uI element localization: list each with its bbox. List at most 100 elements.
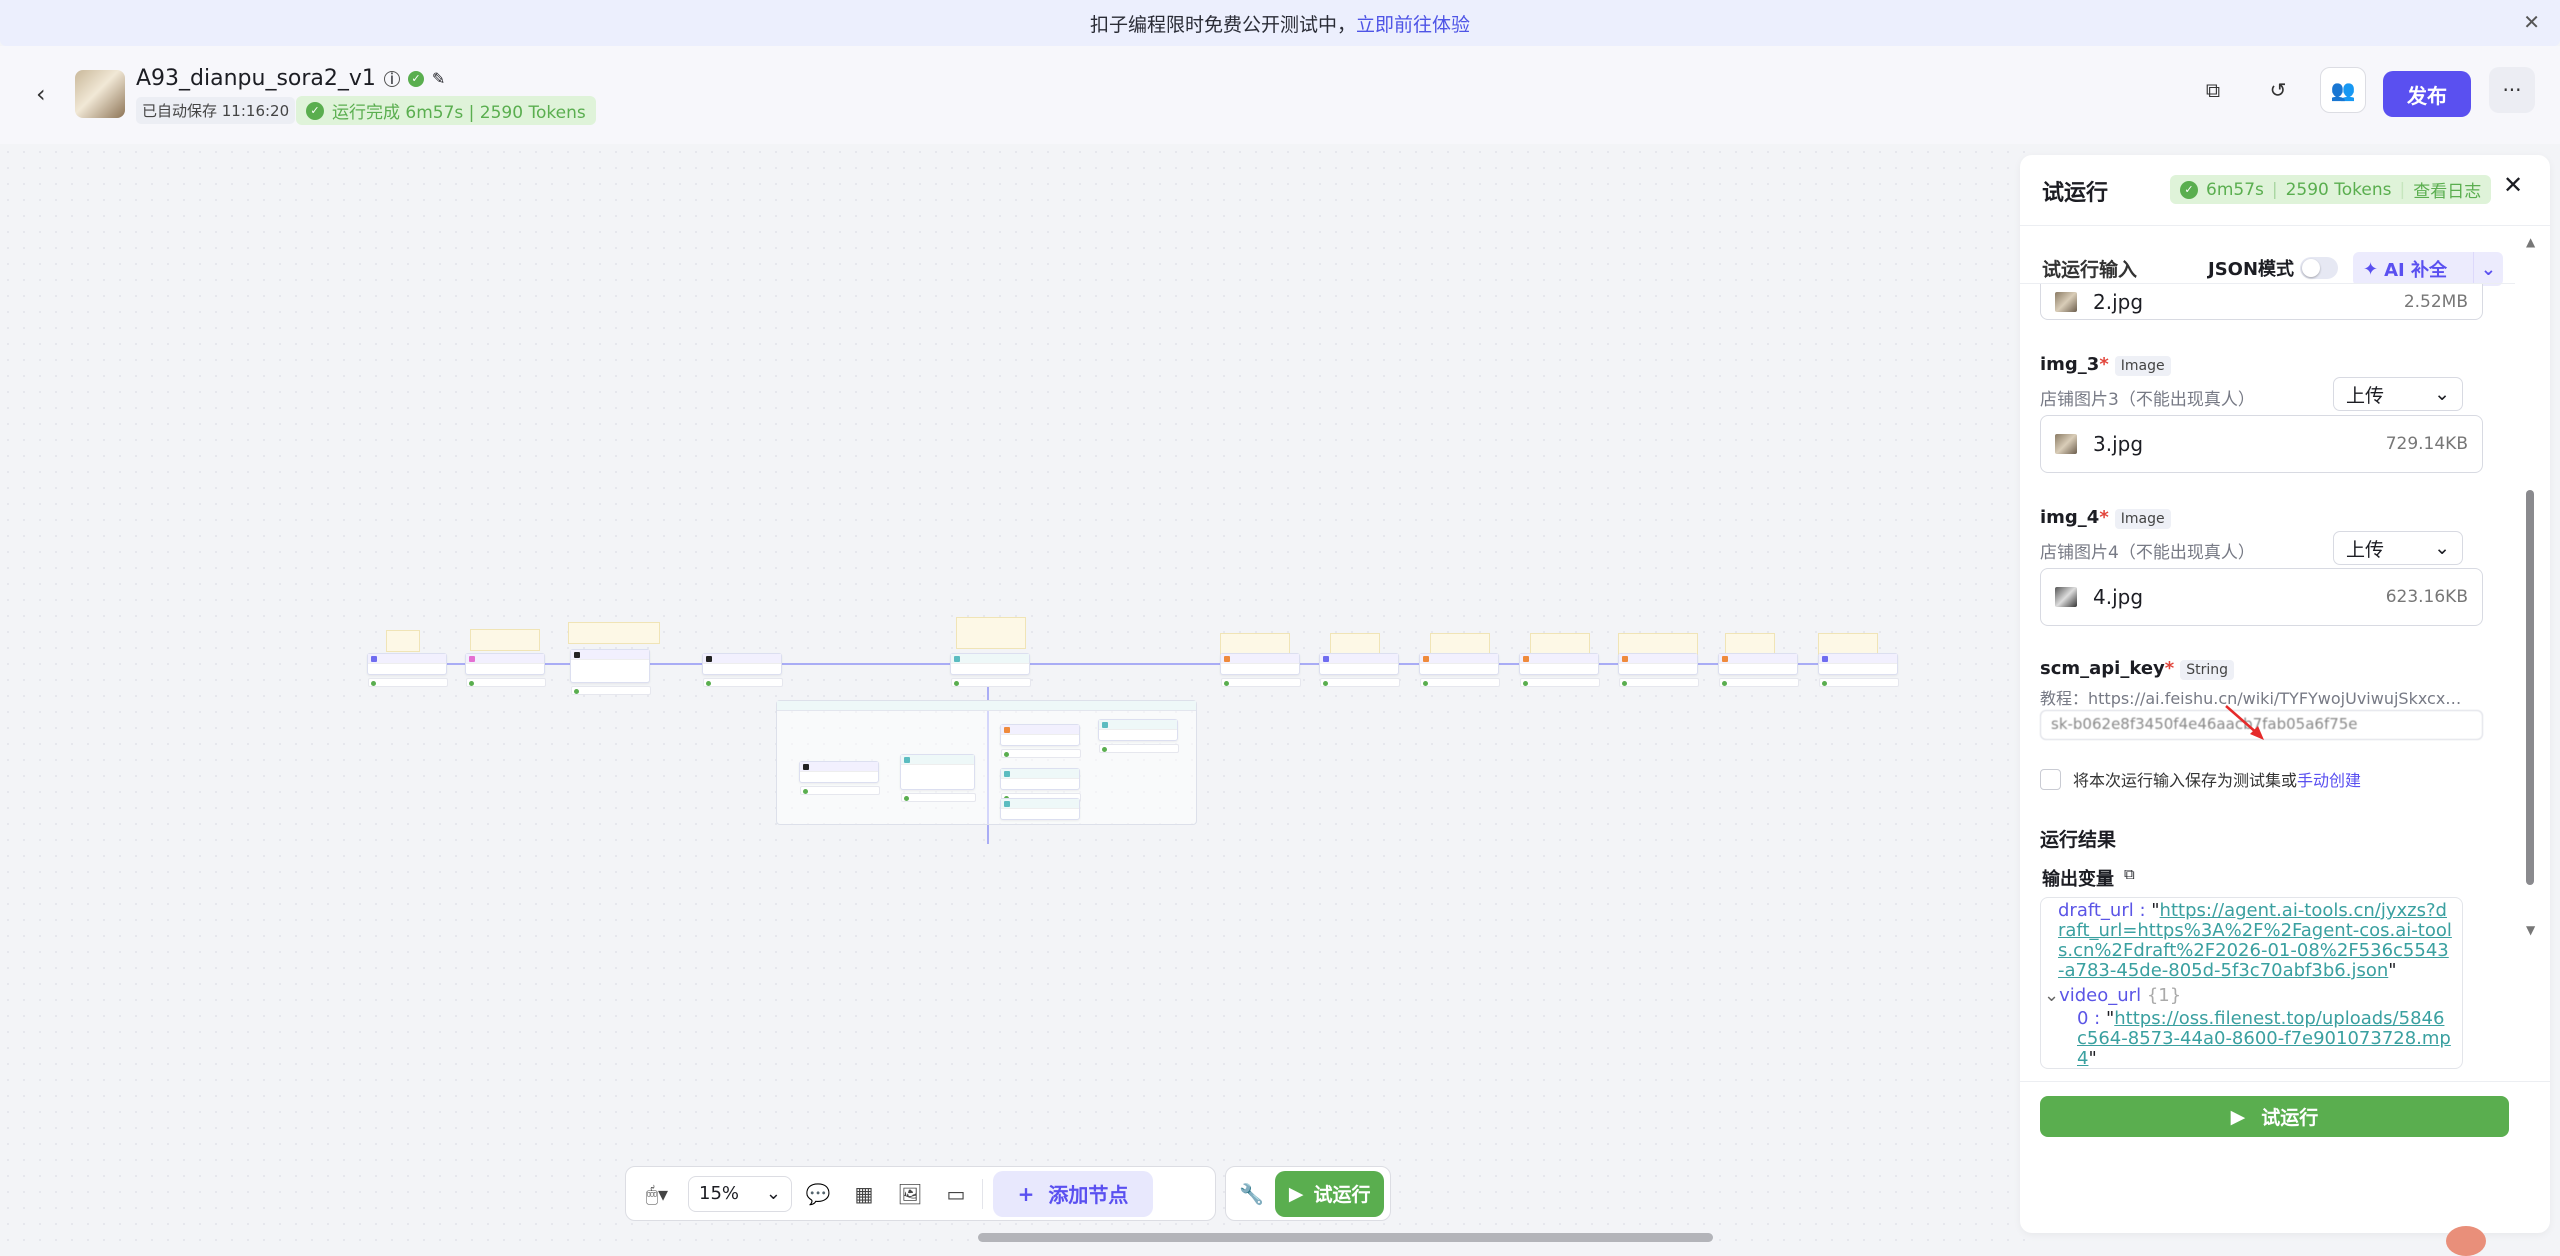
view-log-link[interactable]: 查看日志: [2413, 182, 2482, 202]
workflow-node[interactable]: [1098, 719, 1179, 753]
workflow-node[interactable]: [1000, 768, 1081, 802]
play-icon: ▶: [2230, 1105, 2246, 1128]
file-name: 3.jpg: [2093, 432, 2144, 456]
banner-text: 扣子编程限时免费公开测试中，: [1089, 13, 1356, 36]
field-label-img-4: img_4*Image: [2040, 507, 2171, 529]
draft-url-link[interactable]: https://agent.ai-tools.cn/jyxzs?draft_ur…: [2058, 900, 2452, 981]
note: [568, 622, 660, 644]
condition-node[interactable]: [900, 754, 976, 802]
run-button[interactable]: ▶试运行: [2040, 1096, 2509, 1137]
success-icon: ✓: [2180, 180, 2198, 199]
workflow-node[interactable]: [1220, 653, 1301, 687]
field-label-api-key: scm_api_key*String: [2040, 658, 2234, 680]
file-size: 623.16KB: [2385, 587, 2468, 607]
upload-mode-select[interactable]: 上传⌄: [2333, 377, 2463, 411]
note: [1725, 633, 1775, 655]
zoom-value: 15%: [699, 1183, 740, 1204]
api-key-input[interactable]: sk-b062e8f3450f4e46aacb7fab05a6f75e: [2040, 710, 2483, 740]
file-item[interactable]: 4.jpg 623.16KB: [2040, 568, 2483, 626]
avatar: [75, 70, 125, 118]
horizontal-scrollbar[interactable]: [978, 1233, 1713, 1242]
ai-fill-button[interactable]: ✦AI 补全 ⌄: [2353, 252, 2503, 286]
field-desc: 店铺图片4（不能出现真人）: [2040, 543, 2255, 563]
image-upload-icon[interactable]: 🖼: [897, 1181, 923, 1206]
wrench-icon[interactable]: 🔧: [1239, 1181, 1265, 1206]
manual-create-link[interactable]: 手动创建: [2297, 771, 2362, 790]
field-desc: 店铺图片3（不能出现真人）: [2040, 390, 2255, 410]
workflow-node[interactable]: [1319, 653, 1400, 687]
workflow-node[interactable]: [1519, 653, 1600, 687]
workflow-node[interactable]: [570, 649, 651, 695]
zoom-select[interactable]: 15%⌄: [688, 1175, 792, 1212]
note: [1430, 633, 1490, 655]
run-summary-badge: ✓ 6m57s| 2590 Tokens| 查看日志: [2170, 175, 2492, 204]
history-icon[interactable]: ↺: [2269, 78, 2287, 102]
banner-link[interactable]: 立即前往体验: [1356, 13, 1471, 36]
field-desc: 教程：https://ai.feishu.cn/wiki/TYFYwojUviw…: [2040, 689, 2462, 708]
workflow-node[interactable]: [1000, 724, 1081, 758]
collaborators-icon[interactable]: 👥: [2320, 67, 2366, 113]
publish-button[interactable]: 发布: [2383, 71, 2471, 117]
workflow-node[interactable]: [1000, 798, 1080, 820]
type-tag: Image: [2114, 356, 2171, 376]
result-title: 运行结果: [2040, 829, 2117, 851]
workflow-node[interactable]: [465, 653, 546, 687]
comment-icon[interactable]: 💬: [805, 1181, 831, 1206]
save-testset-checkbox[interactable]: [2040, 768, 2061, 790]
workflow-node[interactable]: [367, 653, 448, 687]
workflow-node[interactable]: [1419, 653, 1500, 687]
file-name: 4.jpg: [2093, 585, 2144, 609]
copy-icon[interactable]: ⧉: [2124, 865, 2135, 883]
edge: [447, 663, 1887, 665]
upload-mode-select[interactable]: 上传⌄: [2333, 531, 2463, 565]
workflow-node[interactable]: [1618, 653, 1699, 687]
note: [1220, 633, 1290, 655]
canvas-toolbar: 🖱▾ 15%⌄ 💬 ▦ 🖼 ▭ +添加节点: [625, 1166, 1216, 1221]
assistant-mascot-icon[interactable]: [2446, 1226, 2486, 1256]
file-size: 729.14KB: [2385, 434, 2468, 454]
edit-icon[interactable]: ✎: [431, 69, 446, 88]
video-url-link[interactable]: https://oss.filenest.top/uploads/5846c56…: [2077, 1008, 2451, 1069]
select-value: 上传: [2346, 538, 2385, 561]
run-status-badge[interactable]: ✓ 运行完成 6m57s | 2590 Tokens: [296, 96, 596, 125]
header: ‹ A93_dianpu_sora2_v1 i ✓ ✎ 已自动保存 11:16:…: [0, 46, 2560, 144]
output-video-url[interactable]: ⌄video_url {1}: [2044, 985, 2182, 1006]
type-tag: String: [2180, 660, 2234, 680]
add-node-button[interactable]: +添加节点: [993, 1170, 1153, 1217]
json-mode-toggle[interactable]: [2300, 257, 2339, 279]
layout-icon[interactable]: ▦: [854, 1181, 874, 1206]
output-json-viewer: draft_url : "https://agent.ai-tools.cn/j…: [2040, 897, 2463, 1069]
info-icon[interactable]: i: [383, 70, 400, 88]
workflow-node[interactable]: [702, 653, 783, 687]
video-url-item: 0 : "https://oss.filenest.top/uploads/58…: [2077, 1008, 2451, 1069]
workflow-node[interactable]: [1818, 653, 1899, 687]
file-item[interactable]: 3.jpg 729.14KB: [2040, 415, 2483, 473]
scroll-up-icon[interactable]: ▲: [2526, 235, 2536, 249]
test-run-button[interactable]: ▶试运行: [1275, 1170, 1384, 1217]
more-button[interactable]: ···: [2489, 67, 2535, 113]
output-title: 输出变量⧉: [2042, 865, 2135, 890]
copy-icon[interactable]: ⧉: [2205, 78, 2221, 102]
file-thumbnail: [2055, 291, 2077, 312]
workflow-canvas[interactable]: [0, 144, 2030, 1248]
vertical-scrollbar[interactable]: [2526, 490, 2534, 885]
close-icon[interactable]: ✕: [2503, 171, 2524, 199]
check-icon: ✓: [407, 70, 424, 87]
save-testset-label: 将本次运行输入保存为测试集或: [2073, 771, 2298, 790]
note-icon[interactable]: ▭: [946, 1181, 966, 1206]
workflow-title: A93_dianpu_sora2_v1: [136, 66, 376, 91]
workflow-node[interactable]: [1718, 653, 1799, 687]
workflow-node[interactable]: [799, 761, 880, 795]
note: [1330, 633, 1380, 655]
success-icon: ✓: [306, 101, 324, 120]
back-icon[interactable]: ‹: [36, 80, 46, 108]
announcement-banner: 扣子编程限时免费公开测试中， 立即前往体验: [0, 0, 2560, 46]
workflow-node[interactable]: [950, 653, 1031, 687]
run-toolbar: 🔧 ▶试运行: [1225, 1166, 1391, 1221]
chevron-down-icon[interactable]: ⌄: [2472, 252, 2503, 286]
scroll-down-icon[interactable]: ▼: [2526, 923, 2536, 937]
mouse-mode-icon[interactable]: 🖱▾: [645, 1181, 669, 1206]
close-icon[interactable]: ✕: [2523, 10, 2540, 34]
sparkle-icon: ✦: [2363, 258, 2379, 280]
